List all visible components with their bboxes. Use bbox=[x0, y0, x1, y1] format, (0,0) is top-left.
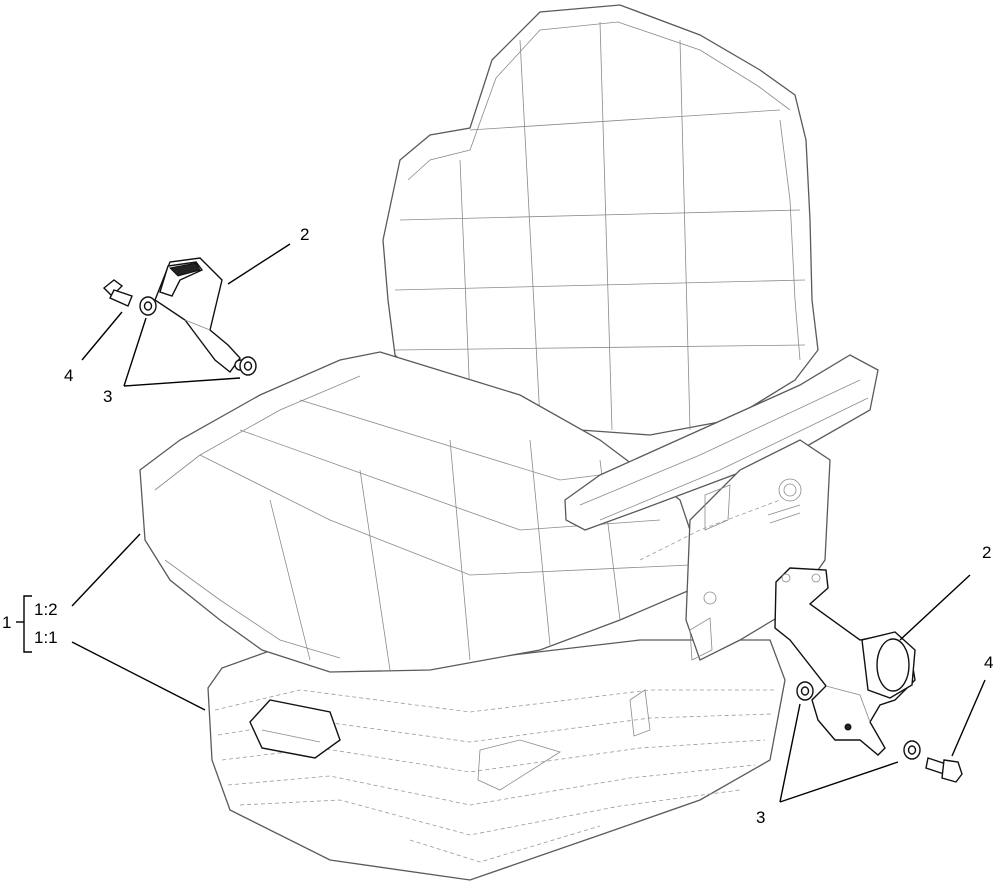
callout-assembly: 1 bbox=[2, 613, 11, 632]
bolt-icon bbox=[925, 757, 963, 783]
washer-icon bbox=[139, 296, 257, 376]
callout-bolt-right: 4 bbox=[984, 653, 993, 672]
seat-backrest bbox=[382, 4, 819, 436]
washer-icon bbox=[796, 681, 921, 760]
operator-seat-icon bbox=[139, 4, 879, 881]
callout-bolt-left: 4 bbox=[64, 366, 73, 385]
callout-seat-variant-b: 1:1 bbox=[34, 628, 58, 647]
callout-washer-right: 3 bbox=[756, 808, 765, 827]
bolt-icon bbox=[102, 279, 133, 307]
seat-armrest bbox=[564, 354, 879, 531]
seat-suspension-base bbox=[207, 639, 786, 881]
seat-belt-retractor-icon bbox=[774, 567, 916, 756]
callout-belt-right: 2 bbox=[982, 543, 991, 562]
callout-seat-variant-a: 1:2 bbox=[34, 600, 58, 619]
callout-washer-left: 3 bbox=[103, 387, 112, 406]
callout-belt-left: 2 bbox=[300, 225, 309, 244]
leader-lines bbox=[16, 243, 986, 803]
seat-belt-buckle-icon bbox=[154, 257, 246, 374]
seat-side-mechanism bbox=[639, 439, 831, 661]
